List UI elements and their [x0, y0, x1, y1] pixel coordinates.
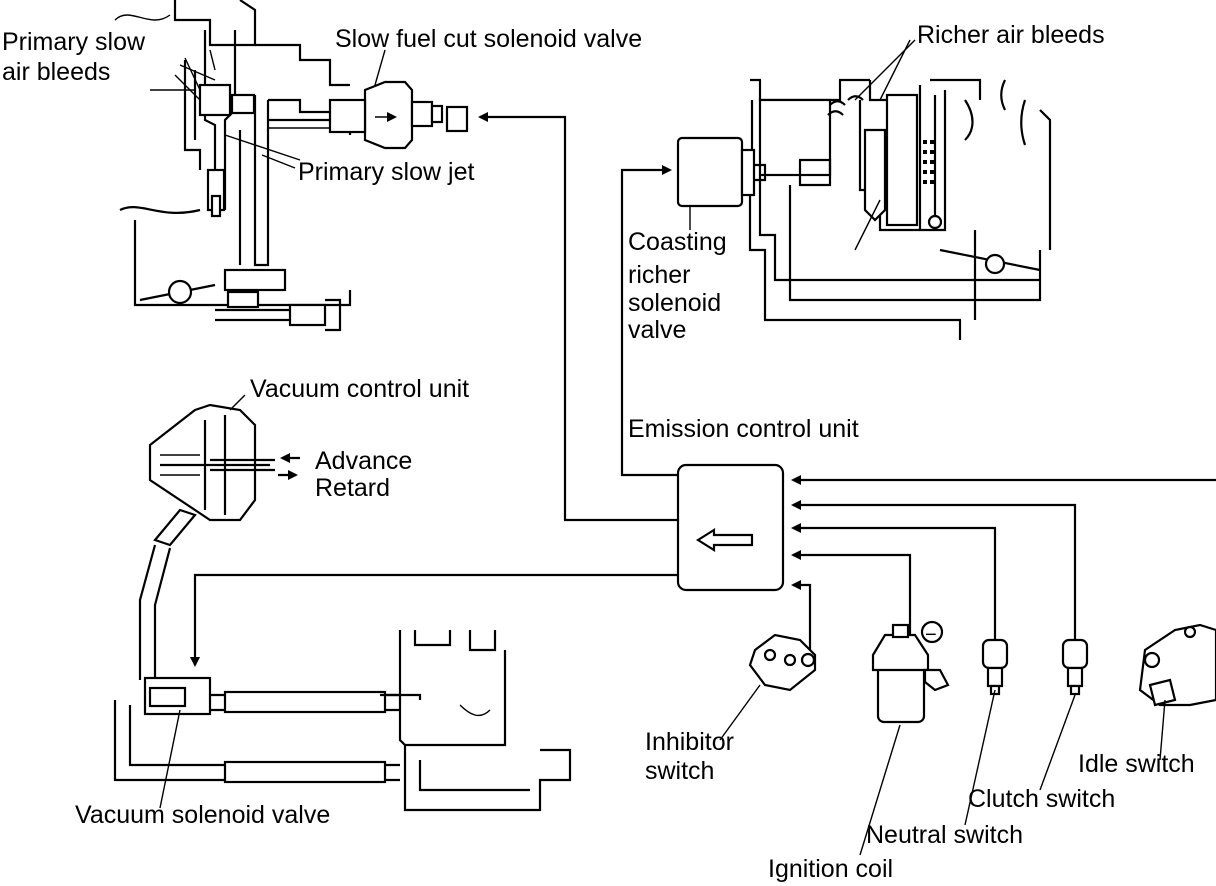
- label-vacuum-solenoid-valve: Vacuum solenoid valve: [75, 801, 330, 829]
- label-inhibitor-switch-line2: switch: [645, 757, 714, 785]
- label-ignition-coil: Ignition coil: [768, 855, 893, 883]
- leader-lines: [159, 39, 1166, 856]
- vacuum-control-unit-part: [148, 403, 300, 547]
- label-neutral-switch: Neutral switch: [866, 821, 1023, 849]
- label-coasting-richer-line3: solenoid: [628, 289, 721, 317]
- emission-control-unit-box: [676, 463, 785, 592]
- label-retard: Retard: [315, 474, 390, 502]
- label-idle-switch: Idle switch: [1078, 750, 1195, 778]
- label-primary-slow-air-bleeds-line1: Primary slow: [2, 28, 146, 56]
- text-labels: Primary slow air bleeds Slow fuel cut so…: [2, 21, 1195, 883]
- coasting-richer-solenoid-valve-part: [676, 136, 767, 208]
- label-primary-slow-air-bleeds-line2: air bleeds: [2, 58, 110, 86]
- label-primary-slow-jet: Primary slow jet: [298, 158, 474, 186]
- label-clutch-switch: Clutch switch: [968, 785, 1115, 813]
- intake-manifold-part: [380, 630, 572, 812]
- label-negative-terminal: −: [925, 624, 937, 646]
- slow-fuel-cut-solenoid-valve-part: [328, 80, 469, 150]
- label-emission-control-unit: Emission control unit: [628, 415, 859, 443]
- idle-switch-part: [1138, 623, 1216, 707]
- label-inhibitor-switch-line1: Inhibitor: [645, 728, 734, 756]
- label-coasting-richer-line1: Coasting: [628, 228, 727, 256]
- label-vacuum-control-unit: Vacuum control unit: [250, 375, 469, 403]
- label-coasting-richer-line2: richer: [628, 261, 691, 289]
- wiring: [190, 112, 1216, 667]
- label-advance: Advance: [315, 447, 412, 475]
- carburetor-richer-section: [740, 78, 1052, 340]
- label-coasting-richer-line4: valve: [628, 316, 686, 344]
- ignition-coil-part: [871, 620, 950, 724]
- clutch-switch-part: [1061, 638, 1089, 696]
- inhibitor-switch-part: [748, 633, 817, 692]
- label-slow-fuel-cut-solenoid-valve: Slow fuel cut solenoid valve: [335, 25, 642, 53]
- vacuum-solenoid-valve-part: [113, 544, 400, 784]
- neutral-switch-part: [981, 638, 1009, 696]
- label-richer-air-bleeds: Richer air bleeds: [917, 21, 1105, 49]
